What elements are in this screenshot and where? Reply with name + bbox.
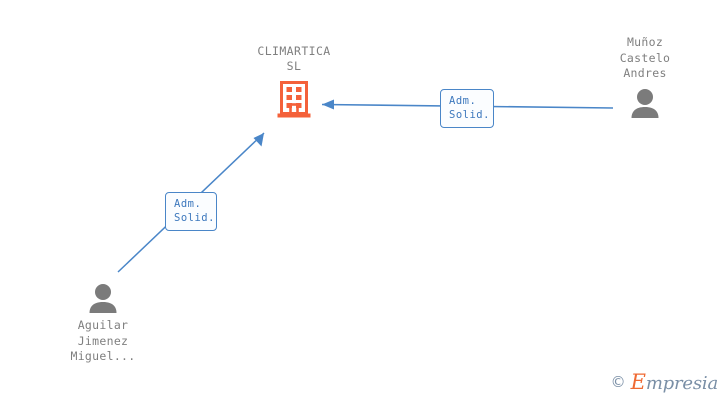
brand-initial: E bbox=[630, 370, 646, 394]
person-icon bbox=[89, 284, 117, 313]
person-right-name-label: Muñoz Castelo Andres bbox=[619, 35, 671, 80]
connector-left-arrowhead bbox=[253, 133, 264, 147]
person-icon bbox=[631, 88, 659, 118]
brand-logo: Empresia bbox=[630, 370, 719, 394]
watermark: © Empresia bbox=[610, 370, 719, 394]
relation-label-right[interactable]: Adm. Solid. bbox=[440, 89, 494, 128]
building-icon bbox=[277, 81, 311, 118]
person-left-icon-wrap bbox=[43, 283, 163, 313]
person-node-right[interactable]: Muñoz Castelo Andres bbox=[585, 35, 705, 118]
company-icon-wrap bbox=[234, 81, 354, 119]
person-left-name-label: Aguilar Jimenez Miguel... bbox=[70, 318, 136, 363]
brand-rest: mpresia bbox=[645, 373, 718, 394]
relation-label-left[interactable]: Adm. Solid. bbox=[165, 192, 217, 231]
person-node-left[interactable]: Aguilar Jimenez Miguel... bbox=[43, 283, 163, 365]
copyright-icon: © bbox=[610, 373, 626, 391]
company-name-label: CLIMARTICA SL bbox=[257, 44, 331, 73]
person-right-icon-wrap bbox=[585, 88, 705, 118]
company-node[interactable]: CLIMARTICA SL bbox=[234, 44, 354, 119]
connector-right-arrowhead bbox=[322, 99, 334, 110]
